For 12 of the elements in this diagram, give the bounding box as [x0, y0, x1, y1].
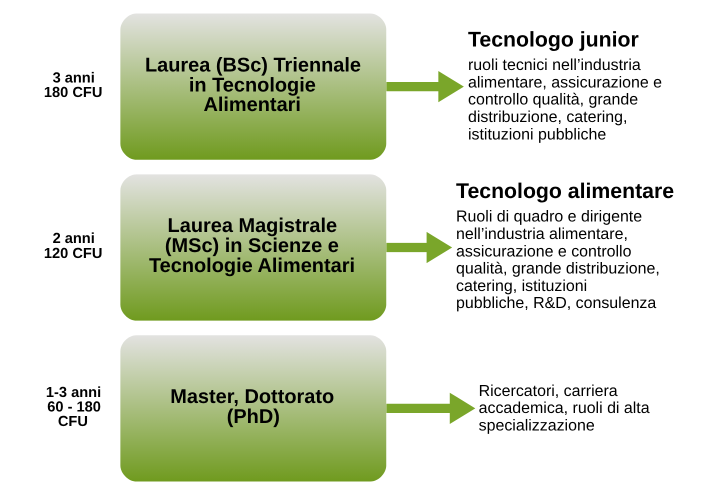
node-label: 2 anni 120 CFU	[44, 231, 102, 262]
arrow	[386, 232, 452, 264]
node-box: Laurea (BSc) Triennale in Tecnologie Alimentari	[120, 14, 386, 160]
node-text: Ricercatori, carriera accademica, ruoli di alta specializzazione	[478, 382, 650, 434]
arrow	[386, 392, 476, 424]
node-box: Master, Dottorato (PhD)	[120, 335, 386, 482]
node-label: 3 anni 180 CFU	[44, 70, 102, 102]
node-label: 1-3 anni 60 - 180 CFU	[46, 384, 102, 430]
node-text: Tecnologo junior ruoli tecnici nell’industria alimentare, assicurazione e controllo qualità, grande distribuzione, catering, istituzioni pubbliche	[468, 28, 662, 144]
node-text: Tecnologo alimentare Ruoli di quadro e dirigente nell’industria alimentare, assicurazione e controllo qualità, grande distribuzione, catering, istituzioni pubbliche, R&D, consulenza	[456, 179, 674, 312]
node-box: Laurea Magistrale (MSc) in Scienze e Tecnologie Alimentari	[120, 174, 386, 321]
arrow	[386, 71, 464, 102]
